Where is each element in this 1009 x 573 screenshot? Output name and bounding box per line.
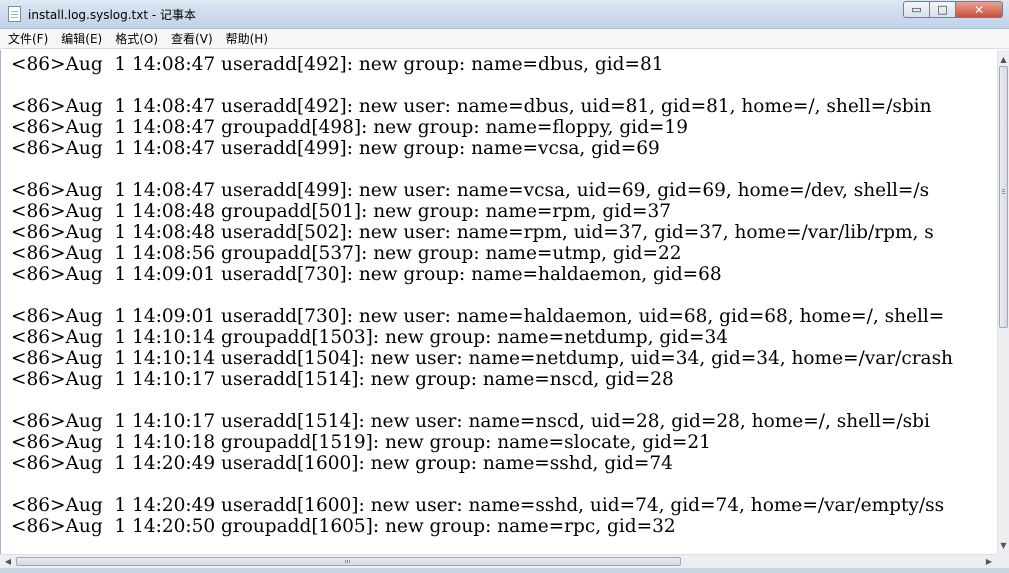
vertical-scrollbar[interactable]: ▲ ▼ [997,50,1009,554]
log-line: <86>Aug 1 14:10:17 useradd[1514]: new us… [11,411,930,432]
log-line: <86>Aug 1 14:08:48 useradd[502]: new use… [11,222,934,243]
minimize-icon: ▭ [911,3,922,16]
scroll-down-arrow-icon[interactable]: ▼ [1000,540,1007,550]
log-line: <86>Aug 1 14:10:17 useradd[1514]: new gr… [11,369,674,390]
close-button[interactable]: ✕ [956,1,1003,18]
maximize-icon: □ [937,3,948,16]
title-bar[interactable]: install.log.syslog.txt - 记事本 ▭ □ ✕ [0,0,1009,29]
window-controls: ▭ □ ✕ [903,1,1003,20]
scroll-up-arrow-icon[interactable]: ▲ [1000,54,1007,64]
log-line: <86>Aug 1 14:10:14 useradd[1504]: new us… [11,348,953,369]
window-title: install.log.syslog.txt - 记事本 [28,8,197,22]
horizontal-scrollbar[interactable]: ◀ ▶ [0,554,997,568]
log-line: <86>Aug 1 14:08:56 groupadd[537]: new gr… [11,243,682,264]
log-line: <86>Aug 1 14:09:01 useradd[730]: new use… [11,306,945,327]
log-line: <86>Aug 1 14:08:47 useradd[492]: new gro… [11,54,664,75]
log-line: <86>Aug 1 14:09:01 useradd[730]: new gro… [11,264,722,285]
log-line: <86>Aug 1 14:10:18 groupadd[1519]: new g… [11,432,711,453]
menu-bar: 文件(F) 编辑(E) 格式(O) 查看(V) 帮助(H) [0,29,1009,49]
log-line: <86>Aug 1 14:08:48 groupadd[501]: new gr… [11,201,672,222]
scroll-left-arrow-icon[interactable]: ◀ [4,557,12,566]
scroll-right-arrow-icon[interactable]: ▶ [985,557,993,566]
log-line: <86>Aug 1 14:08:47 useradd[499]: new gro… [11,138,660,159]
text-editor-area[interactable]: <86>Aug 1 14:08:47 useradd[492]: new gro… [0,50,997,554]
horizontal-scroll-thumb[interactable] [16,557,681,566]
vertical-scroll-thumb[interactable] [999,66,1008,328]
notepad-icon[interactable] [8,6,21,22]
menu-help[interactable]: 帮助(H) [225,32,269,46]
log-line: <86>Aug 1 14:08:47 groupadd[498]: new gr… [11,117,688,138]
maximize-button[interactable]: □ [930,1,956,18]
log-line: <86>Aug 1 14:20:49 useradd[1600]: new us… [11,495,945,516]
window-bottom-border [0,568,1009,573]
log-line: <86>Aug 1 14:08:47 useradd[499]: new use… [11,180,930,201]
menu-edit[interactable]: 编辑(E) [61,32,103,46]
log-line: <86>Aug 1 14:20:49 useradd[1600]: new gr… [11,453,673,474]
close-icon: ✕ [973,2,985,17]
log-line: <86>Aug 1 14:10:14 groupadd[1503]: new g… [11,327,729,348]
log-line: <86>Aug 1 14:20:50 groupadd[1605]: new g… [11,516,676,537]
menu-view[interactable]: 查看(V) [171,32,213,46]
minimize-button[interactable]: ▭ [903,1,930,18]
scrollbar-corner [997,554,1009,568]
menu-format[interactable]: 格式(O) [115,32,159,46]
log-line: <86>Aug 1 14:08:47 useradd[492]: new use… [11,96,932,117]
menu-file[interactable]: 文件(F) [8,32,49,46]
